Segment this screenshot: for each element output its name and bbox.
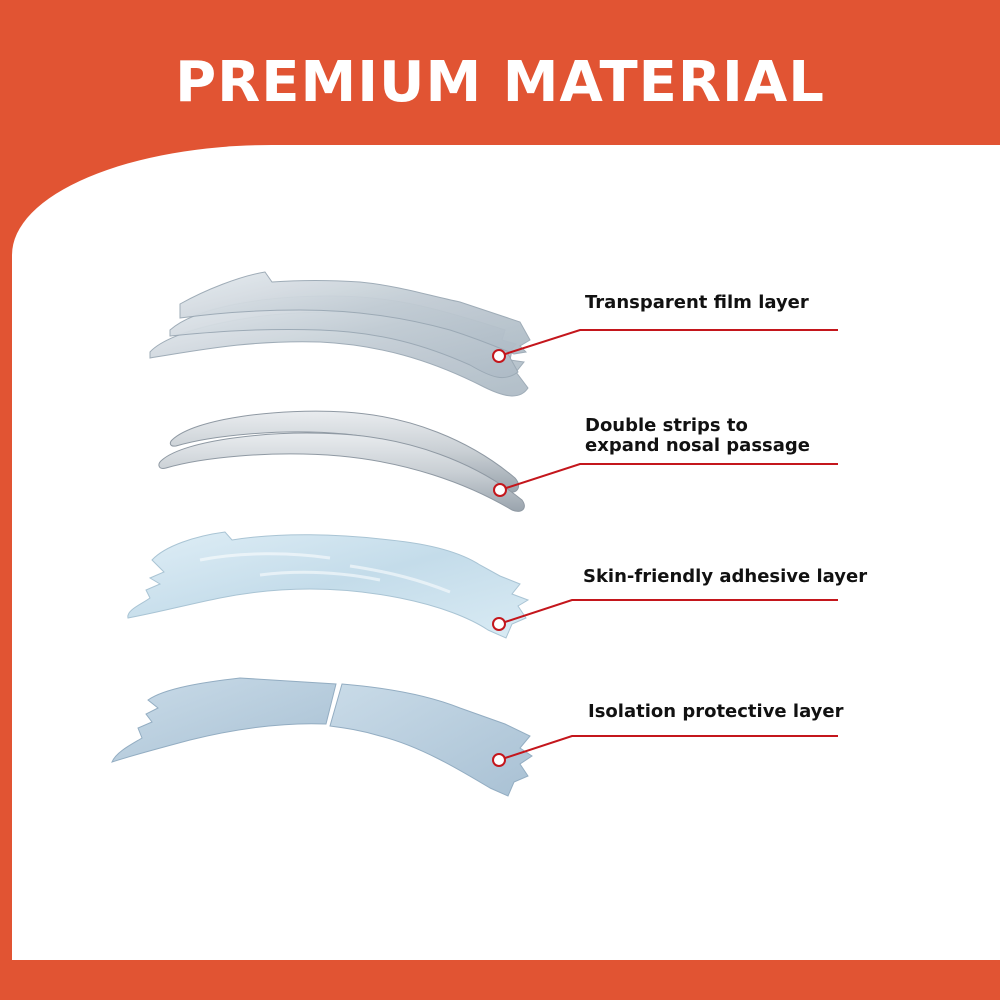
double-strips-layer — [158, 410, 525, 512]
leader-adhesive — [492, 599, 838, 631]
label-line: Transparent film layer — [585, 292, 809, 313]
transparent-film-layer — [149, 271, 531, 397]
leader-isolation — [492, 735, 838, 767]
label-isolation: Isolation protective layer — [588, 702, 844, 722]
leader-lines — [492, 329, 838, 767]
label-line: Isolation protective layer — [588, 701, 844, 722]
isolation-layer — [111, 677, 533, 797]
leader-double-strips — [493, 463, 838, 497]
label-adhesive: Skin-friendly adhesive layer — [583, 567, 867, 587]
page-title: PREMIUM MATERIAL — [175, 50, 825, 115]
label-line: Double strips to — [585, 415, 748, 436]
label-double-strips: Double strips to expand nosal passage — [585, 416, 810, 456]
adhesive-layer — [127, 531, 530, 639]
leader-transparent-film — [492, 329, 838, 363]
label-transparent-film: Transparent film layer — [585, 293, 809, 313]
label-line: expand nosal passage — [585, 435, 810, 456]
label-line: Skin-friendly adhesive layer — [583, 566, 868, 587]
